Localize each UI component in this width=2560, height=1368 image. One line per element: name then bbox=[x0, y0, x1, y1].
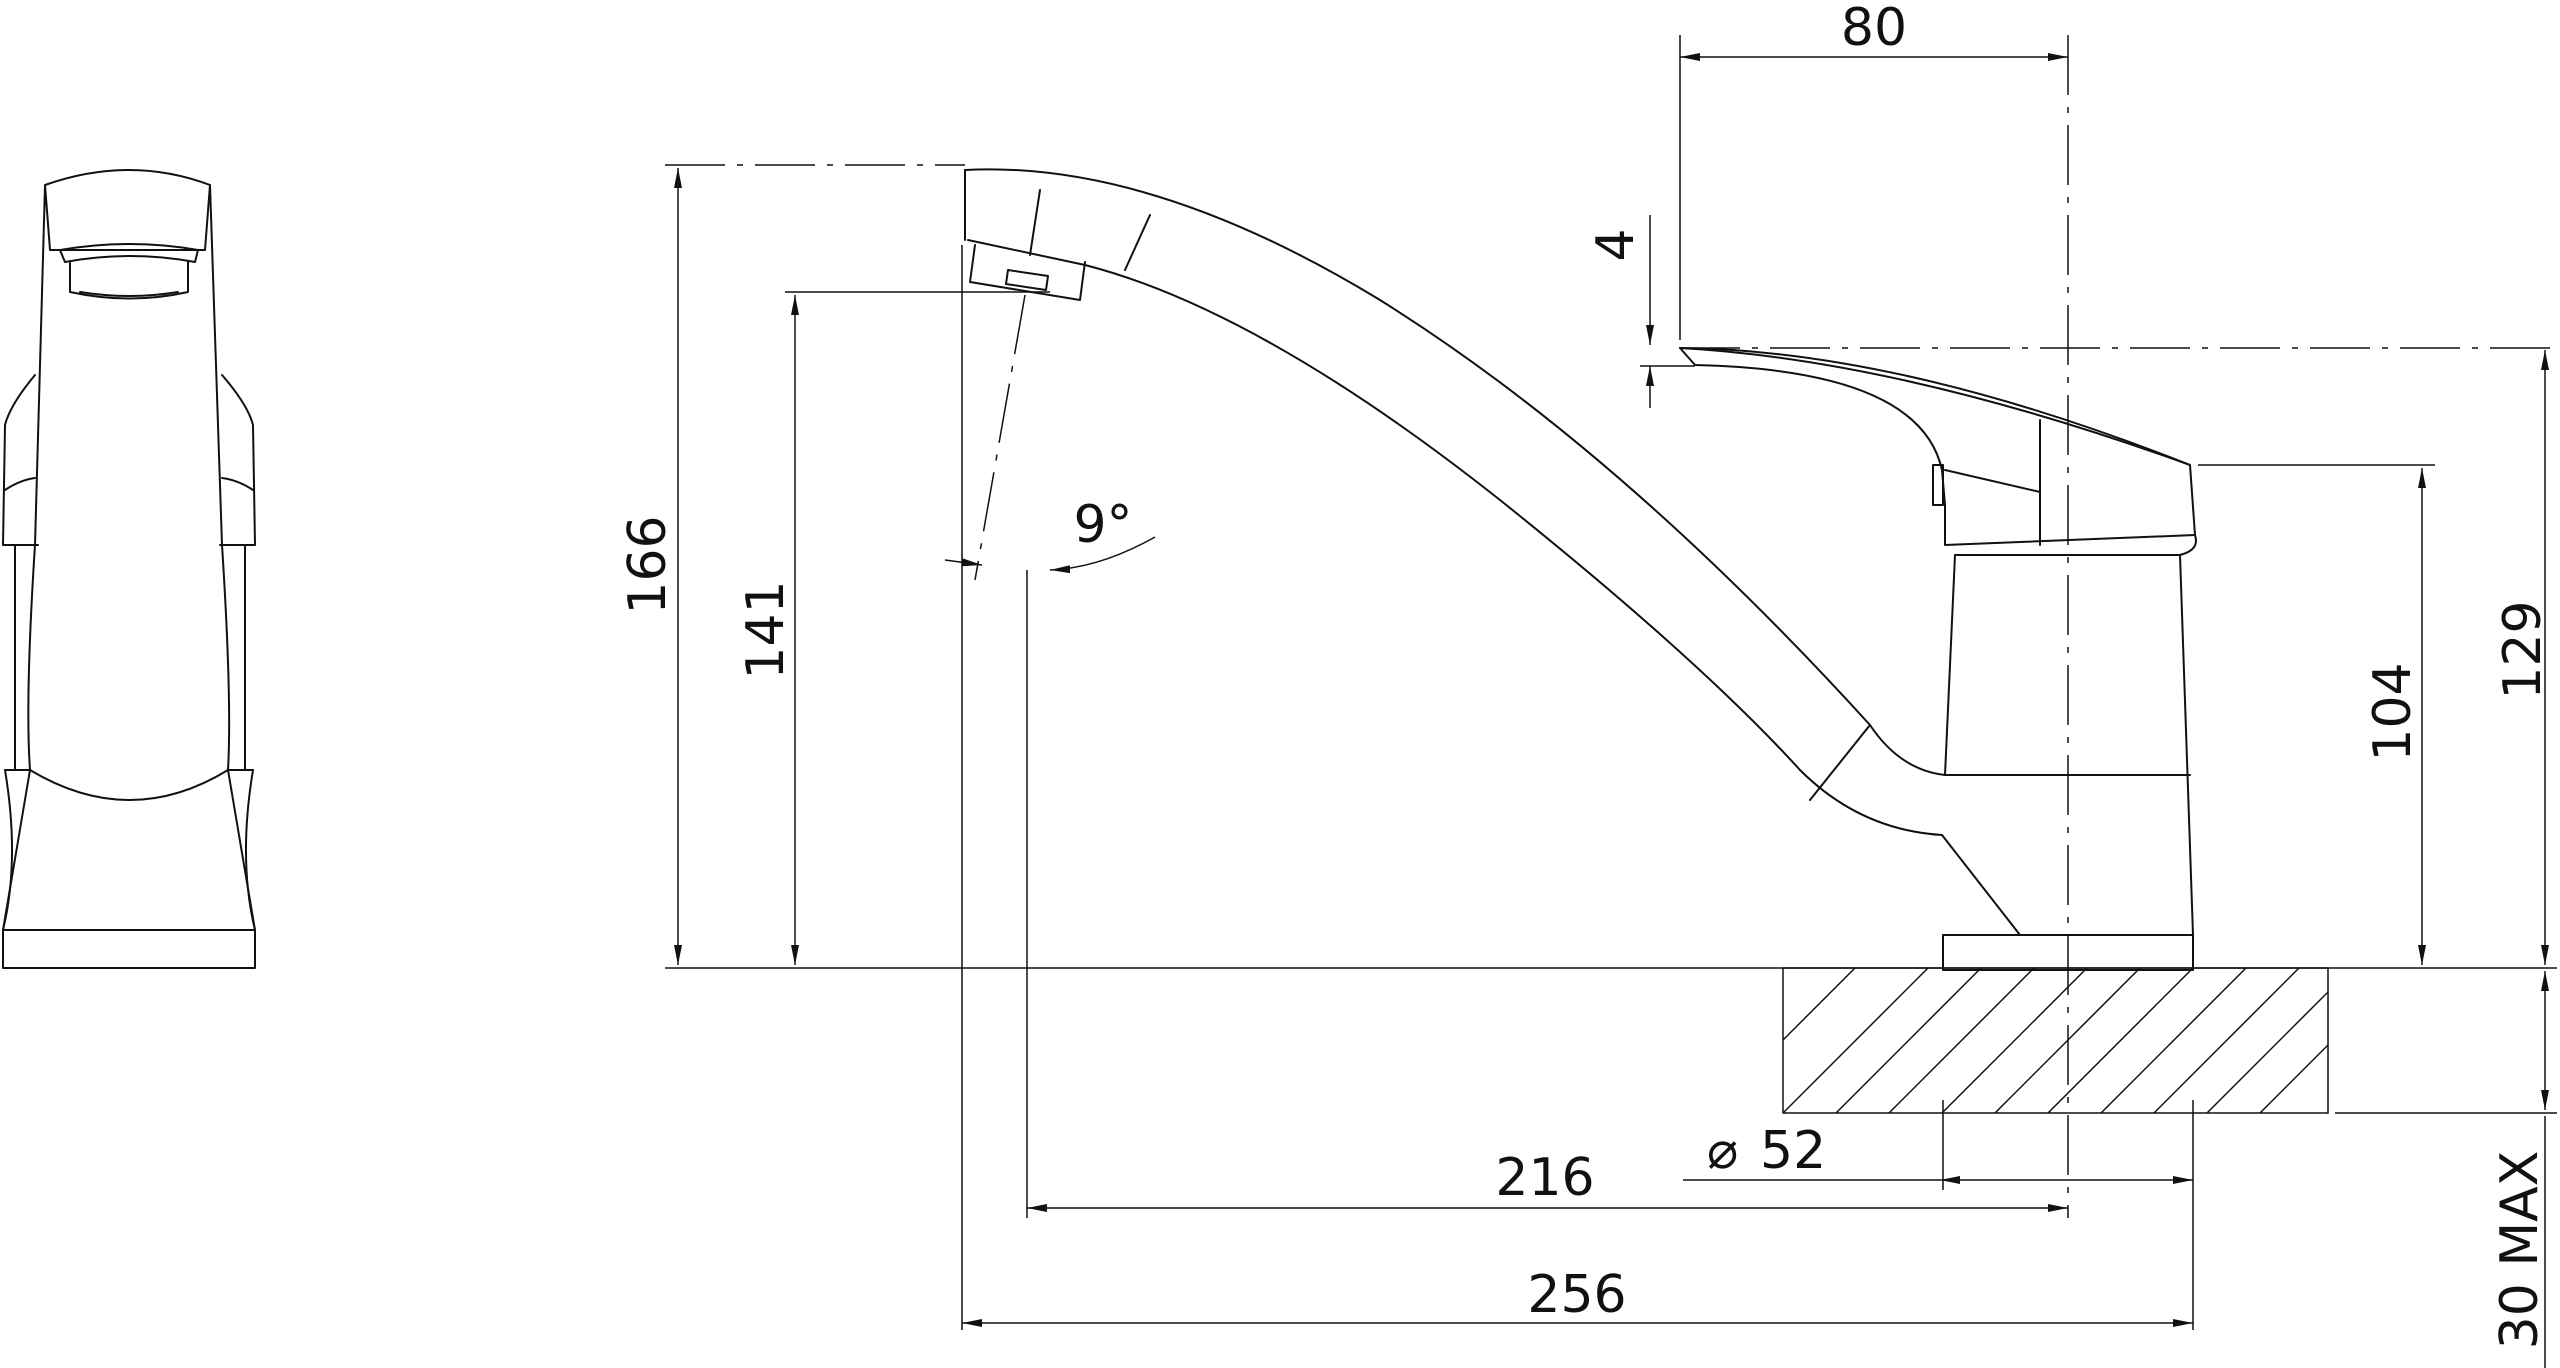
dim-129: 129 bbox=[2493, 600, 2553, 699]
faucet-side-view bbox=[964, 168, 2197, 971]
dimension-labels: 80 4 166 141 9° 104 129 ⌀ 52 216 256 30 … bbox=[618, 0, 2553, 1349]
dim-4: 4 bbox=[1586, 228, 1646, 261]
dimension-lines bbox=[674, 53, 2549, 1368]
diameter-symbol: ⌀ bbox=[1707, 1121, 1738, 1181]
dim-216: 216 bbox=[1495, 1148, 1594, 1208]
dim-141: 141 bbox=[736, 580, 796, 679]
dim-104: 104 bbox=[2363, 662, 2423, 761]
dim-9-degrees: 9° bbox=[1073, 495, 1132, 555]
dim-80: 80 bbox=[1841, 0, 1907, 58]
mounting-surface-hatch bbox=[1782, 967, 2329, 1114]
dim-30-max: 30 MAX bbox=[2490, 1151, 2550, 1350]
dim-256: 256 bbox=[1527, 1265, 1626, 1325]
faucet-front-view bbox=[2, 169, 256, 969]
dim-52: 52 bbox=[1760, 1121, 1826, 1181]
dim-166: 166 bbox=[618, 515, 678, 614]
